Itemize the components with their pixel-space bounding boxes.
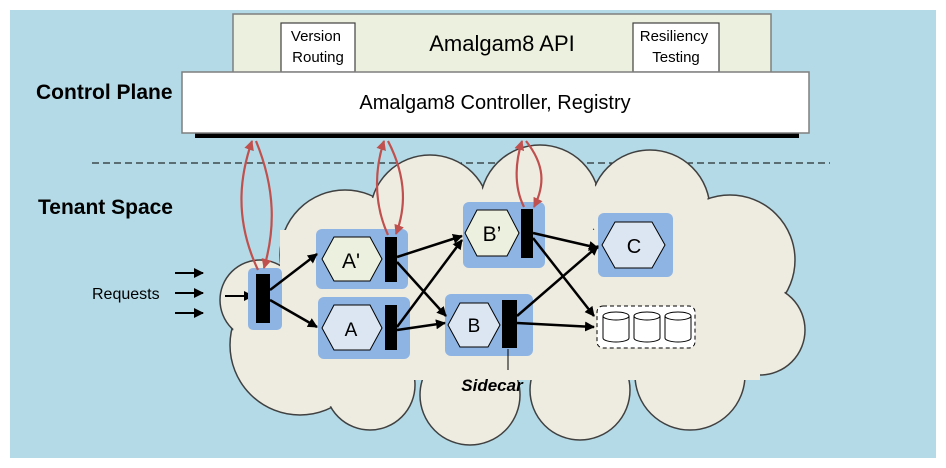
service-b-prime-label: B’ [483,223,502,246]
ingress-sidecar [256,274,270,323]
controller-box [181,71,810,134]
controller-label: Amalgam8 Controller, Registry [359,92,630,114]
tenant-space-label: Tenant Space [38,196,173,219]
sidecar-a-prime [385,237,397,282]
hexagon-service-icon [321,304,383,351]
version-routing-line-2: Routing [292,49,344,66]
service-a-label: A [345,320,358,341]
version-routing-line-1: Version [291,28,341,45]
api-label: Amalgam8 API [429,31,575,56]
sidecar-b [502,300,517,348]
svg-text:Version Routing: Version Routing [291,28,345,66]
hexagon-service-icon [464,209,520,257]
sidecar-a [385,305,397,350]
control-arrows [240,140,543,271]
control-plane-label: Control Plane [36,81,173,104]
resiliency-testing-box [632,22,720,73]
requests-label: Requests [92,286,160,303]
service-c-label: C [627,236,641,258]
service-b-label: B [468,316,481,337]
sidecar-label: Sidecar [461,376,524,395]
resiliency-testing-line-1: Resiliency [640,28,709,45]
hexagon-service-icon [601,221,666,269]
sidecar-b-prime [521,209,533,258]
hexagon-service-icon [447,302,501,348]
hexagon-service-icon [321,236,383,282]
svg-text:Resiliency Testing: Resiliency Testing [640,28,713,66]
resiliency-testing-line-2: Testing [652,49,700,66]
database-cluster-icon [596,305,696,349]
data-arrows [269,231,599,332]
service-a-prime-label: A' [342,250,360,273]
version-routing-box [280,22,356,73]
